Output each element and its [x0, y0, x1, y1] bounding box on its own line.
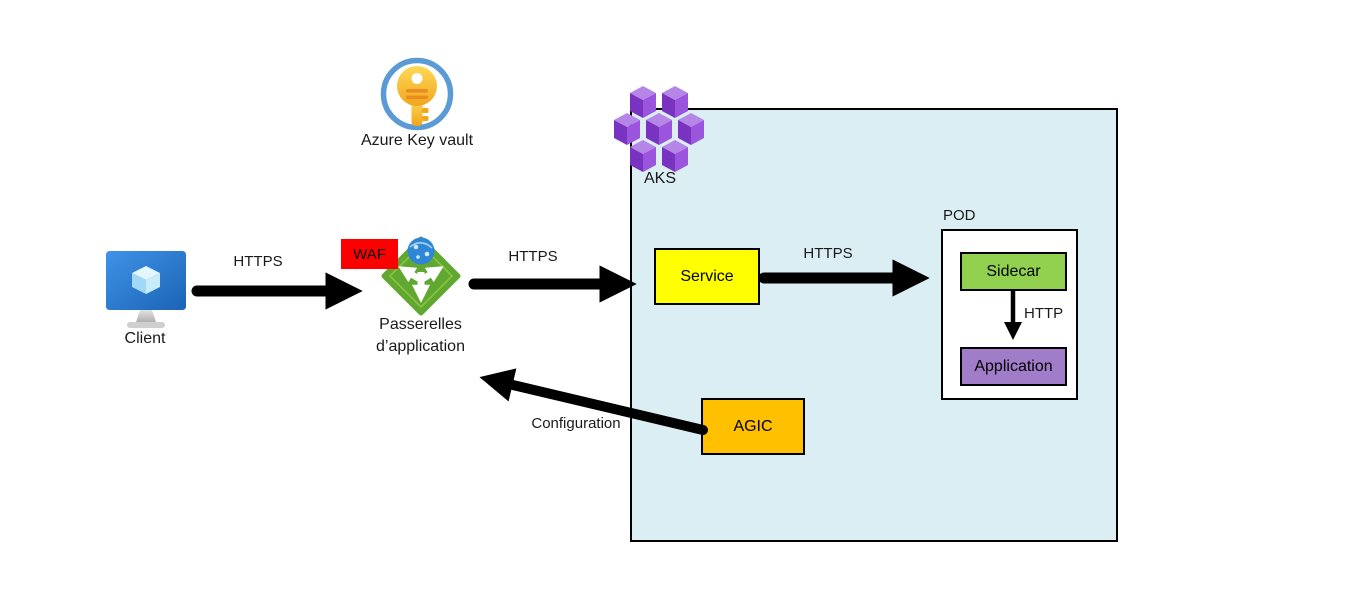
edge-label-client-gateway: HTTPS [233, 253, 283, 270]
gateway-label: Passerelles d’application [348, 314, 493, 358]
key-vault-icon [380, 57, 454, 131]
service-node: Service [654, 248, 760, 305]
gateway-label-line2: d’application [376, 338, 465, 355]
edge-label-sidecar-application: HTTP [1024, 305, 1064, 322]
gateway-label-line1: Passerelles [379, 316, 462, 333]
agic-node: AGIC [701, 398, 805, 455]
application-node: Application [960, 347, 1067, 386]
waf-badge: WAF [341, 239, 398, 269]
sidecar-node: Sidecar [960, 252, 1067, 291]
pod-label: POD [943, 207, 976, 224]
key-vault-label: Azure Key vault [360, 132, 474, 149]
edge-label-agic-gateway: Configuration [531, 415, 621, 432]
client-label: Client [124, 330, 166, 347]
aks-label: AKS [643, 170, 676, 187]
client-monitor-icon [106, 251, 186, 328]
aks-cluster-icon [614, 86, 704, 172]
edge-label-gateway-service: HTTPS [508, 248, 558, 265]
edge-label-service-pod: HTTPS [803, 245, 853, 262]
